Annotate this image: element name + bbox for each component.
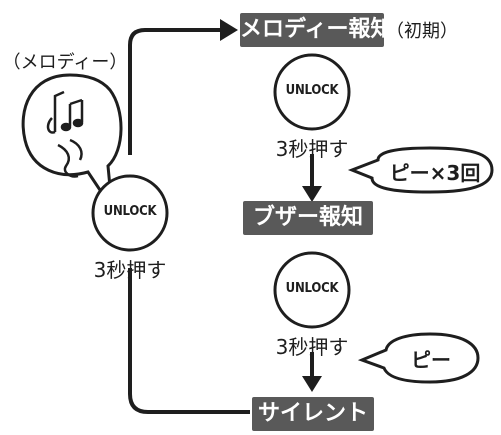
state-melody-box: メロディー報知: [240, 13, 392, 47]
state-buzzer-box: ブザー報知: [243, 201, 373, 235]
loop-arrowhead: [220, 19, 238, 41]
beep-once-label: ピー: [411, 348, 451, 372]
press-3s-caption-2: 3秒押す: [275, 335, 349, 359]
beep-once-bubble: [357, 332, 480, 384]
unlock-button-1: [273, 53, 351, 131]
state-silent-box: サイレント: [252, 397, 374, 431]
loop-line-from-silent: [128, 268, 250, 414]
unlock-label-2: UNLOCK: [285, 281, 339, 296]
state-buzzer-label: ブザー報知: [252, 205, 363, 230]
down-arrow-1-head: [302, 186, 322, 202]
unlock-label-left: UNLOCK: [103, 204, 157, 219]
music-notes-icon: [46, 90, 84, 178]
beep-three-bubble: [347, 146, 494, 194]
melody-initial-note: （初期）: [386, 21, 458, 42]
loop-arrow-to-melody: [128, 28, 228, 155]
unlock-label-1: UNLOCK: [285, 83, 339, 98]
down-arrow-2-head: [302, 376, 322, 392]
melody-caption: （メロディー）: [2, 52, 128, 73]
unlock-button-left: [91, 174, 169, 252]
state-silent-label: サイレント: [257, 401, 368, 426]
press-3s-caption-1: 3秒押す: [275, 137, 349, 161]
state-melody-label: メロディー報知: [240, 17, 393, 42]
press-3s-caption-left: 3秒押す: [93, 258, 167, 282]
beep-three-label: ピー×3回: [389, 161, 481, 185]
unlock-button-2: [273, 251, 351, 329]
